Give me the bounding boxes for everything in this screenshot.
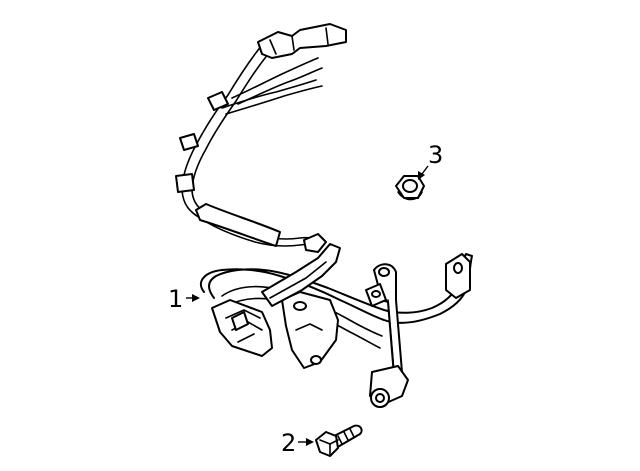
callout-3-number: 3 — [428, 141, 443, 169]
callout-3-arrow — [418, 171, 425, 180]
callout-2-arrow — [306, 438, 314, 446]
callout-3: 3 — [418, 141, 443, 180]
callout-2-number: 2 — [281, 429, 296, 457]
sensor-bracket — [199, 243, 473, 408]
nut — [395, 175, 425, 201]
callout-1: 1 — [168, 285, 200, 313]
wiring-harness — [175, 23, 347, 253]
callout-1-arrow — [192, 294, 200, 302]
callout-1-number: 1 — [168, 285, 183, 313]
bolt — [315, 424, 363, 457]
callout-2: 2 — [281, 429, 314, 457]
